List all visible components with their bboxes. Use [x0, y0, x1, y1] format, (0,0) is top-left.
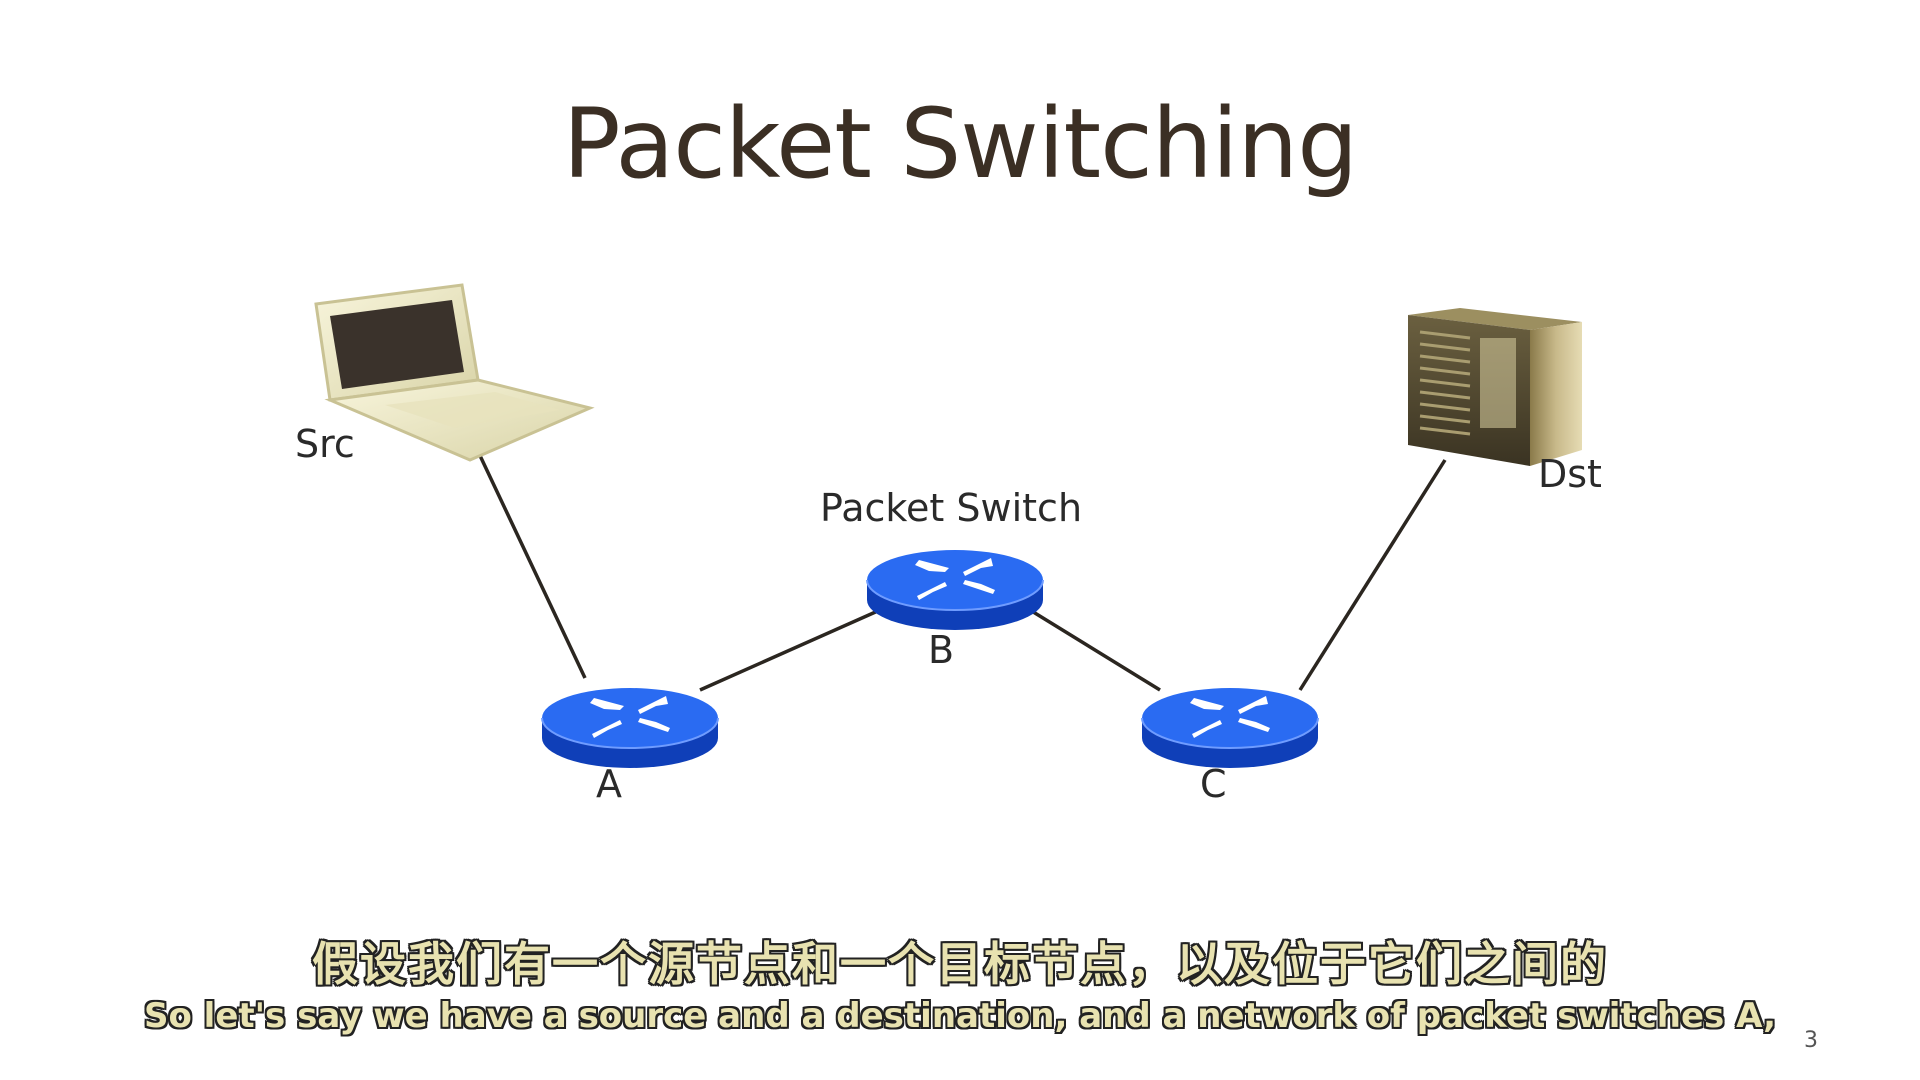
packet-switch-label: Packet Switch [820, 486, 1083, 530]
router-icon [1141, 688, 1319, 768]
slide-title: Packet Switching [562, 88, 1358, 200]
link-src-a [473, 444, 587, 679]
src-label: Src [295, 422, 355, 466]
link-c-dst [1298, 459, 1447, 691]
node-a-label: A [596, 762, 622, 806]
dst-label: Dst [1538, 452, 1602, 496]
node-c-label: C [1200, 762, 1227, 806]
subtitle-english: So let's say we have a source and a dest… [144, 996, 1776, 1036]
subtitle-chinese: 假设我们有一个源节点和一个目标节点，以及位于它们之间的 [312, 937, 1608, 991]
page-number: 3 [1804, 1028, 1818, 1053]
link-b-c [1029, 608, 1161, 692]
router-icon [866, 550, 1044, 630]
node-b-label: B [928, 628, 955, 672]
laptop-icon [314, 283, 595, 462]
router-icon [541, 688, 719, 768]
links [473, 444, 1447, 692]
link-a-b [699, 608, 881, 692]
server-icon [1408, 308, 1582, 466]
